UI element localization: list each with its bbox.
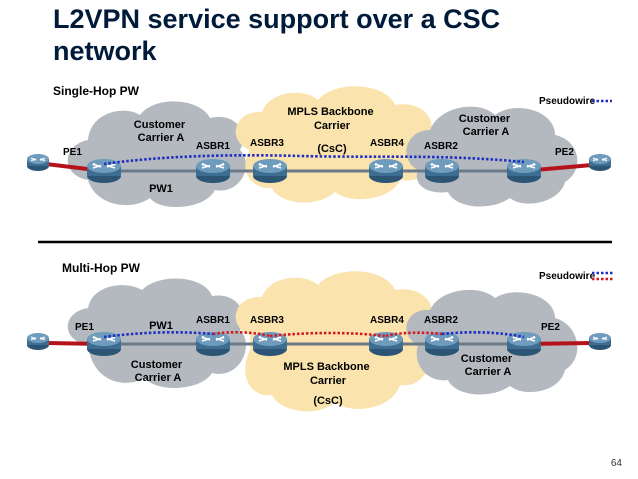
multi-hop-heading: Multi-Hop PW (62, 261, 141, 275)
backbone-label: MPLS Backbone (287, 106, 373, 118)
legend-label: Pseudowire (539, 96, 596, 107)
router-icon (368, 158, 404, 184)
svg-text:Customer Carrier A: Customer Carrier A (459, 113, 513, 138)
svg-text:Customer Carrier A: Customer Carrier A (461, 353, 515, 378)
slide-title: L2VPN service support over a CSC network (53, 4, 501, 66)
single-hop-section: Single-Hop PW Pseudowire (26, 84, 612, 208)
router-icon (424, 158, 460, 184)
customer-carrier-right-label: Customer (461, 353, 513, 365)
customer-carrier-left-label: Customer (131, 359, 183, 371)
router-label-pe2: PE2 (541, 322, 560, 333)
customer-cloud-left (67, 278, 246, 388)
svg-text:MPLS Backbone Carrier: MPLS Backbone Carrier (283, 361, 372, 387)
router-label-asbr2: ASBR2 (424, 141, 458, 152)
router-icon (86, 331, 122, 357)
pseudowire-segment-4 (441, 331, 525, 339)
customer-carrier-right-label: Customer (459, 113, 511, 125)
csc-label: (CsC) (313, 395, 343, 407)
router-icon (506, 158, 542, 184)
svg-text:MPLS Backbone Carrier: MPLS Backbone Carrier (287, 106, 376, 132)
single-hop-heading: Single-Hop PW (53, 84, 140, 98)
router-icon (424, 331, 460, 357)
router-label-pe1: PE1 (63, 147, 82, 158)
pw-label: PW1 (149, 320, 173, 332)
router-icon (195, 331, 231, 357)
router-label-asbr2: ASBR2 (424, 315, 458, 326)
pw-label: PW1 (149, 183, 173, 195)
router-icon (86, 158, 122, 184)
router-icon (252, 158, 288, 184)
customer-carrier-left-label: Customer (134, 119, 186, 131)
pseudowire-segment-1 (103, 331, 214, 339)
svg-text:Customer Carrier A: Customer Carrier A (134, 119, 188, 144)
router-label-pe2: PE2 (555, 147, 574, 158)
legend-label: Pseudowire (539, 271, 596, 282)
pseudowire-segment-1-red (212, 330, 271, 338)
multi-hop-section: Multi-Hop PW Pseudowire (26, 261, 614, 412)
pseudowire-segment-2 (269, 331, 387, 338)
router-label-asbr4: ASBR4 (370, 315, 404, 326)
router-icon (195, 158, 231, 184)
backbone-label: MPLS Backbone (283, 361, 369, 373)
router-label-asbr3: ASBR3 (250, 315, 284, 326)
pseudowire-segment-3 (385, 331, 443, 338)
backbone-cloud (235, 271, 435, 412)
router-icon (26, 332, 50, 351)
router-label-asbr1: ASBR1 (196, 315, 230, 326)
router-icon (26, 153, 50, 172)
router-label-pe1: PE1 (75, 322, 94, 333)
page-number: 64 (610, 458, 622, 469)
router-label-asbr4: ASBR4 (370, 138, 404, 149)
router-label-asbr3: ASBR3 (250, 138, 284, 149)
router-icon (588, 332, 612, 351)
pseudowire-single-hop (103, 153, 525, 166)
router-icon (588, 153, 612, 172)
router-label-asbr1: ASBR1 (196, 141, 230, 152)
csc-label: (CsC) (317, 143, 347, 155)
customer-cloud-right (406, 289, 578, 395)
svg-text:Customer Carrier A: Customer Carrier A (131, 359, 185, 384)
